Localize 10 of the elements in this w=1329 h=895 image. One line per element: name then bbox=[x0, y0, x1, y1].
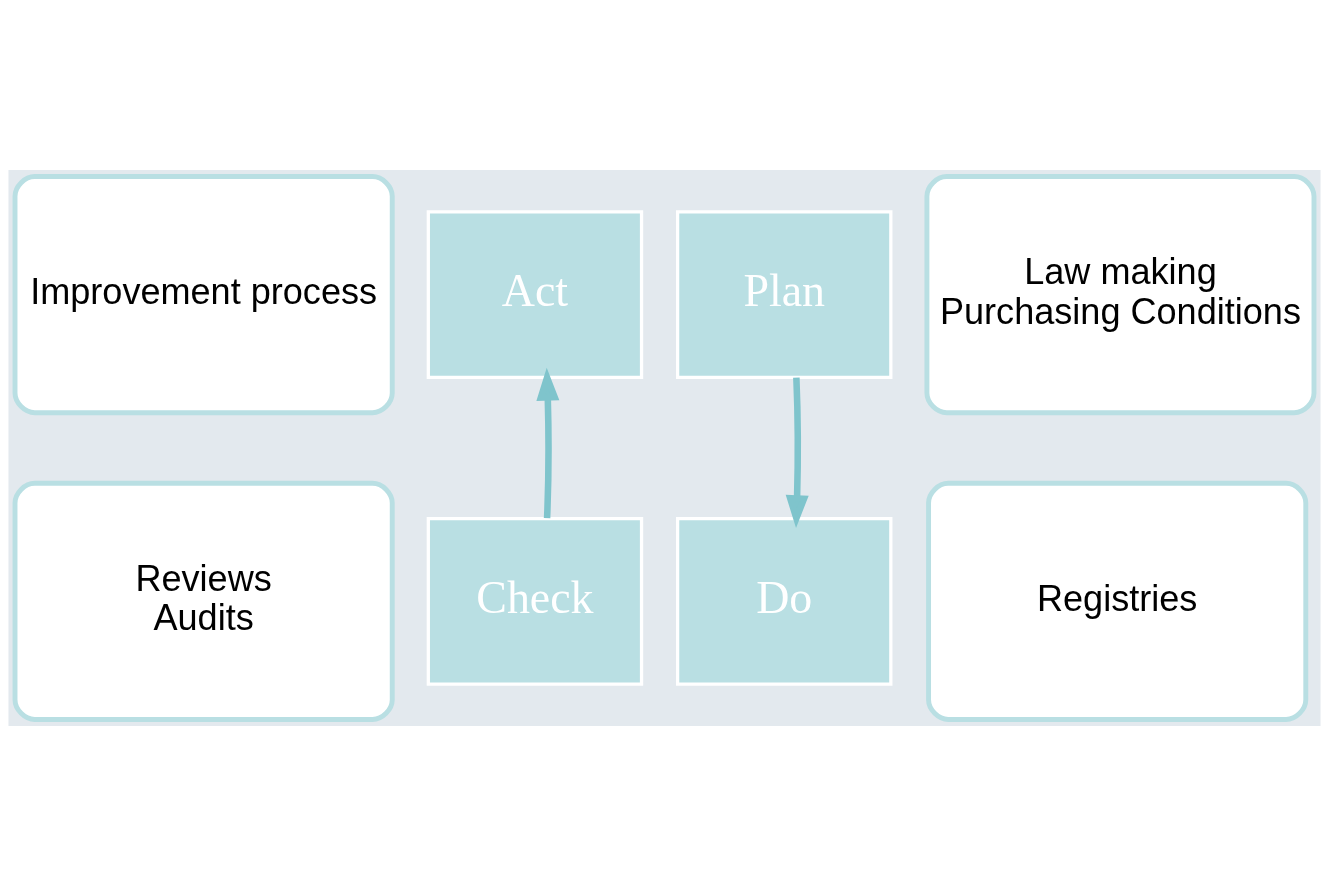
node-box: Plan bbox=[676, 209, 893, 379]
arrow bbox=[536, 367, 560, 518]
arrow bbox=[785, 377, 809, 528]
node-box: Act bbox=[426, 209, 644, 379]
node-box: Law making Purchasing Conditions bbox=[924, 173, 1317, 415]
node-box: Check bbox=[426, 516, 644, 686]
node-box: Do bbox=[676, 516, 893, 686]
node-box: Improvement process bbox=[12, 173, 395, 415]
node-box: Registries bbox=[926, 480, 1309, 722]
node-box: Reviews Audits bbox=[12, 480, 395, 722]
